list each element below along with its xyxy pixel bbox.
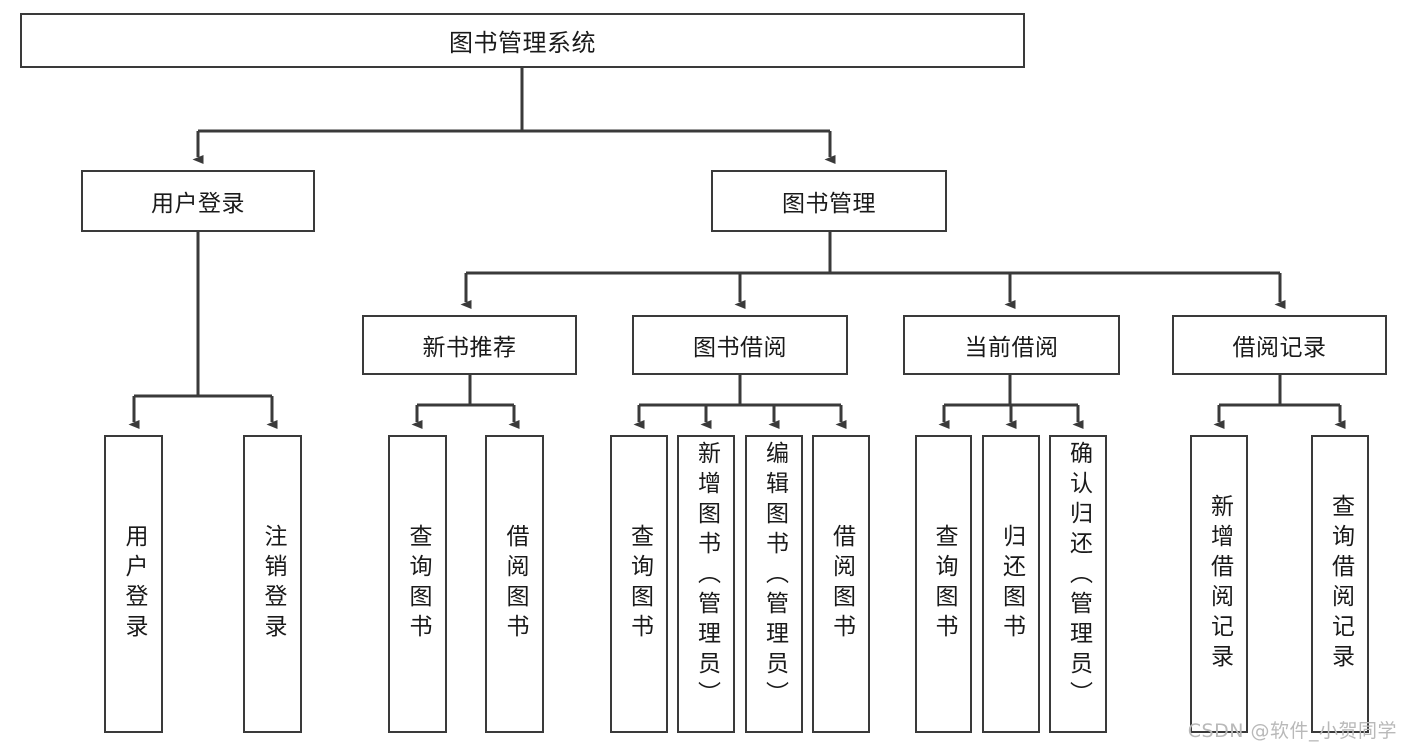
node-label: 借阅图书 bbox=[828, 524, 855, 644]
node-label: 查询借阅记录 bbox=[1327, 494, 1354, 674]
node-label: 查询图书 bbox=[626, 524, 653, 644]
node-label: 图书借阅 bbox=[693, 335, 787, 361]
node-label: 新增图书（管理员） bbox=[693, 441, 720, 711]
node-borrow-records[interactable]: 借阅记录 bbox=[1172, 315, 1387, 375]
node-book-borrow[interactable]: 图书借阅 bbox=[632, 315, 848, 375]
node-label: 当前借阅 bbox=[964, 335, 1059, 361]
node-label: 新增借阅记录 bbox=[1206, 494, 1233, 674]
leaf-query-borrow-record[interactable]: 查询借阅记录 bbox=[1311, 435, 1369, 733]
node-label: 新书推荐 bbox=[422, 335, 517, 361]
node-label: 归还图书 bbox=[998, 524, 1025, 644]
leaf-add-book-admin[interactable]: 新增图书（管理员） bbox=[677, 435, 735, 733]
watermark: CSDN @软件_小贺同学 bbox=[1187, 720, 1397, 742]
leaf-confirm-return-admin[interactable]: 确认归还（管理员） bbox=[1049, 435, 1107, 733]
node-label: 用户登录 bbox=[121, 524, 147, 644]
node-label: 编辑图书（管理员） bbox=[761, 441, 788, 711]
leaf-add-borrow-record[interactable]: 新增借阅记录 bbox=[1190, 435, 1248, 733]
node-label: 图书管理系统 bbox=[449, 29, 596, 57]
node-label: 注销登录 bbox=[260, 524, 286, 644]
node-label: 查询图书 bbox=[931, 524, 957, 644]
node-label: 图书管理 bbox=[782, 191, 876, 217]
leaf-return-book[interactable]: 归还图书 bbox=[982, 435, 1040, 733]
leaf-query-book-borrow[interactable]: 查询图书 bbox=[610, 435, 668, 733]
node-user-login[interactable]: 用户登录 bbox=[81, 170, 315, 232]
node-label: 用户登录 bbox=[151, 191, 245, 217]
leaf-query-book-current[interactable]: 查询图书 bbox=[915, 435, 972, 733]
node-book-management[interactable]: 图书管理 bbox=[711, 170, 947, 232]
node-current-borrow[interactable]: 当前借阅 bbox=[903, 315, 1120, 375]
node-label: 查询图书 bbox=[405, 524, 431, 644]
node-root-system[interactable]: 图书管理系统 bbox=[20, 13, 1025, 68]
node-new-book-recommend[interactable]: 新书推荐 bbox=[362, 315, 577, 375]
leaf-query-book-recommend[interactable]: 查询图书 bbox=[388, 435, 447, 733]
node-label: 借阅记录 bbox=[1232, 335, 1327, 361]
node-label: 确认归还（管理员） bbox=[1065, 441, 1092, 711]
leaf-borrow-book-recommend[interactable]: 借阅图书 bbox=[485, 435, 544, 733]
node-label: 借阅图书 bbox=[502, 524, 528, 644]
leaf-edit-book-admin[interactable]: 编辑图书（管理员） bbox=[745, 435, 803, 733]
leaf-borrow-book[interactable]: 借阅图书 bbox=[812, 435, 870, 733]
leaf-user-login[interactable]: 用户登录 bbox=[104, 435, 163, 733]
leaf-logout[interactable]: 注销登录 bbox=[243, 435, 302, 733]
